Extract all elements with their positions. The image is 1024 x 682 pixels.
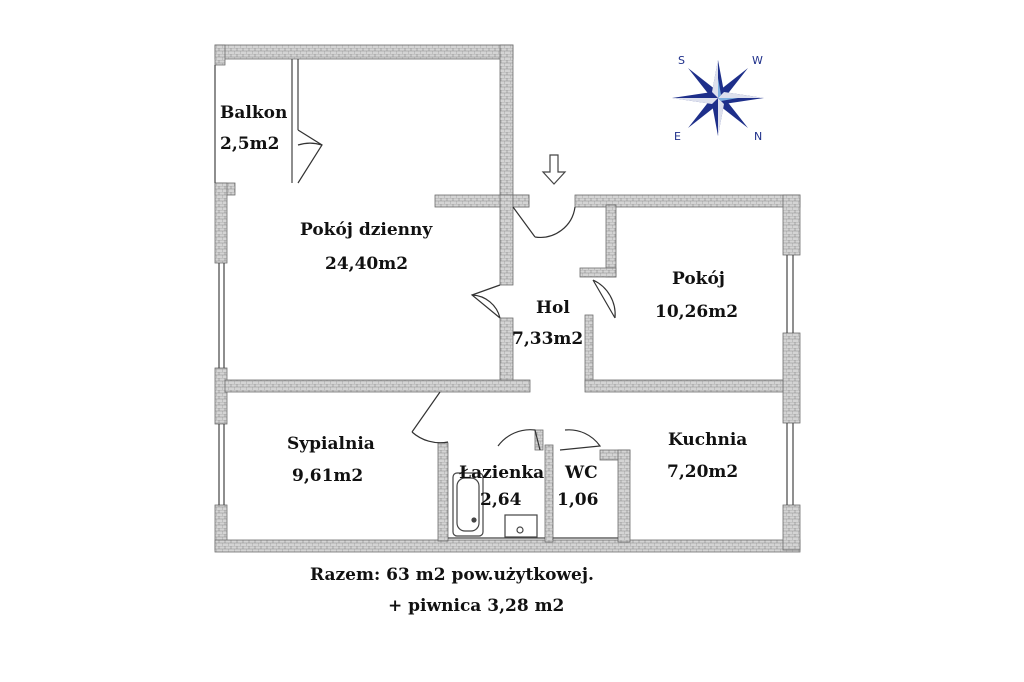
bath-wc-divider: [544, 444, 554, 543]
room-name-lazienka: Łazienka: [459, 463, 545, 483]
balcony-door: [297, 129, 323, 184]
entry-door: [512, 206, 576, 238]
top-wall: [214, 44, 514, 60]
window-lines: [214, 59, 794, 505]
pokoj-left-wall: [584, 314, 594, 388]
room-area-balkon: 2,5m2: [220, 134, 280, 154]
mid-wall-left: [224, 379, 531, 393]
wc-door: [559, 429, 602, 451]
bath-wc-divider-top: [534, 429, 544, 451]
room-name-balkon: Balkon: [220, 103, 288, 123]
room-area-lazienka: 2,64: [480, 490, 522, 510]
room-name-pokoj-dzienny: Pokój dzienny: [300, 220, 433, 240]
room-name-kuchnia: Kuchnia: [668, 430, 748, 450]
room-area-kuchnia: 7,20m2: [667, 462, 739, 482]
room-name-pokoj: Pokój: [672, 269, 725, 289]
compass-letter-n: N: [754, 130, 762, 143]
sink-drain: [516, 526, 524, 534]
hol-top-left: [512, 194, 530, 208]
pokoj-door: [592, 279, 616, 319]
bathtub-drain: [471, 517, 477, 523]
room-area-wc: 1,06: [557, 490, 599, 510]
walls: [214, 44, 801, 553]
left-wall-mid: [214, 367, 228, 425]
living-door: [470, 284, 501, 319]
compass-rose-icon: S W E N: [672, 54, 764, 143]
cellar-area-note: + piwnica 3,28 m2: [388, 596, 565, 616]
room-area-sypialnia: 9,61m2: [292, 466, 364, 486]
bottom-wall: [214, 539, 801, 553]
room-area-hol: 7,33m2: [512, 329, 584, 349]
room-name-sypialnia: Sypialnia: [287, 434, 375, 454]
balcony-left-top: [214, 44, 226, 66]
pokoj-closet-bottom: [579, 267, 617, 278]
bath-left-wall: [437, 442, 449, 542]
entry-arrow: [541, 154, 567, 185]
pokoj-closet-wall: [605, 204, 617, 278]
compass-letter-e: E: [674, 130, 681, 143]
right-wall-lower: [782, 504, 801, 551]
living-right-wall-upper: [499, 44, 514, 196]
total-area-note: Razem: 63 m2 pow.użytkowej.: [310, 565, 594, 585]
door-swings: [297, 129, 616, 451]
room-name-wc: WC: [565, 463, 598, 483]
mid-wall-right: [584, 379, 784, 393]
wc-right-wall: [617, 449, 631, 543]
room-area-pokoj: 10,26m2: [655, 302, 739, 322]
bathtub: [452, 472, 484, 537]
left-wall-upper: [214, 182, 228, 264]
bedroom-door: [411, 391, 449, 444]
hol-left-wall-upper: [499, 194, 514, 286]
compass-letter-s: S: [678, 54, 685, 67]
bathroom-fixtures: [448, 472, 618, 539]
sink: [504, 514, 538, 538]
right-wall-upper: [782, 194, 801, 256]
room-area-pokoj-dzienny: 24,40m2: [325, 254, 409, 274]
bath-door: [497, 429, 541, 451]
right-wall-mid: [782, 332, 801, 424]
compass-letter-w: W: [752, 54, 763, 67]
room-name-hol: Hol: [536, 298, 570, 318]
